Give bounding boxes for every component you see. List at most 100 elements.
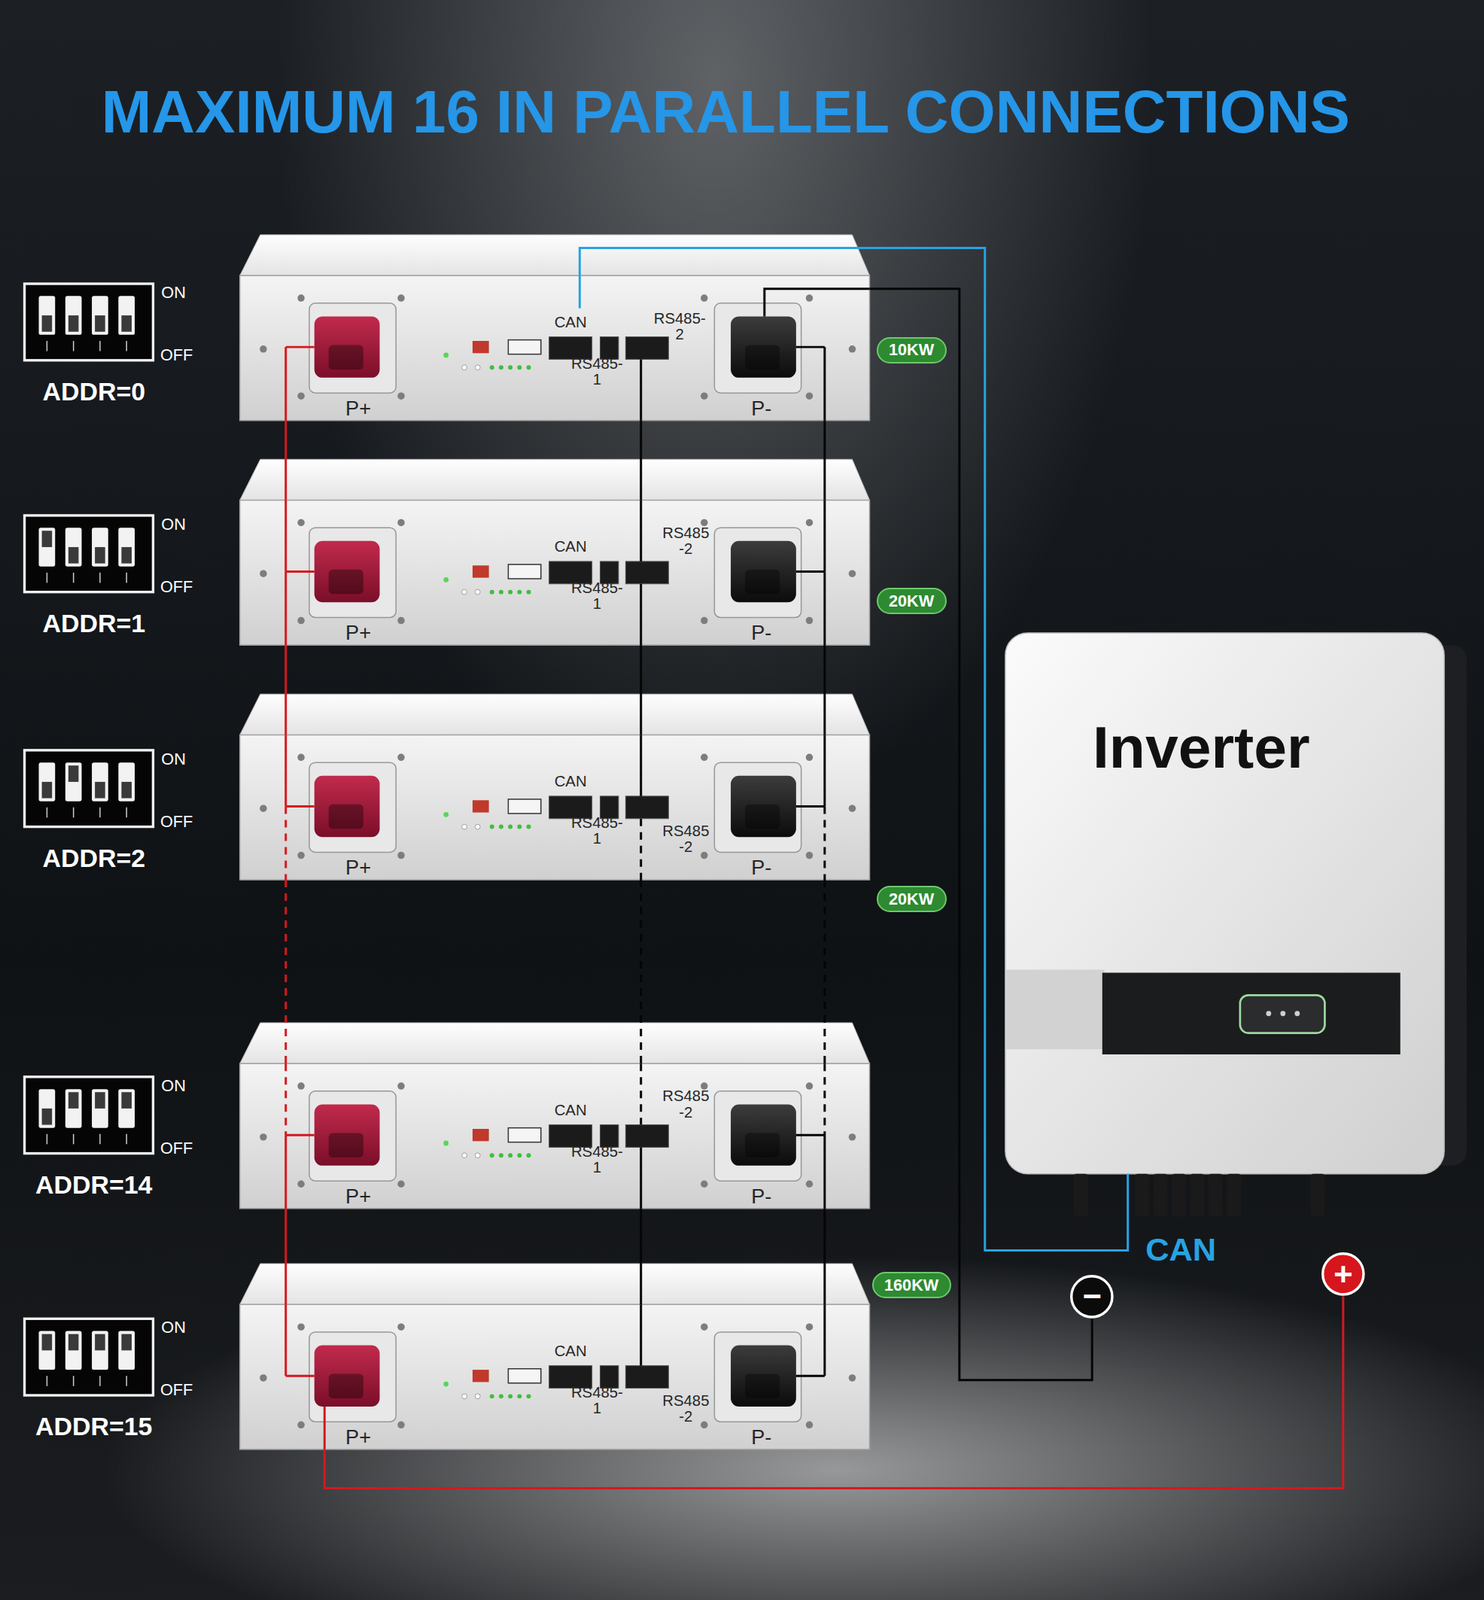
screw bbox=[700, 1322, 708, 1330]
rs485-wire bbox=[639, 1304, 642, 1366]
power-wire bbox=[285, 805, 315, 808]
dip-tick bbox=[72, 340, 75, 352]
dip-knob bbox=[68, 1334, 80, 1351]
dip-slot bbox=[91, 762, 109, 802]
switch-state: ON bbox=[161, 751, 186, 769]
screw bbox=[259, 1133, 267, 1141]
led bbox=[443, 811, 449, 818]
led bbox=[507, 364, 513, 370]
battery-module: CANRS485-1RS485 -2P+P- bbox=[240, 1304, 870, 1450]
rs485-cable bbox=[639, 1208, 642, 1305]
screw bbox=[848, 1133, 856, 1141]
dip-switch bbox=[24, 1076, 154, 1154]
dip-body bbox=[24, 1318, 154, 1396]
dip-slot bbox=[91, 1088, 109, 1129]
screw bbox=[805, 1421, 813, 1429]
dip-tick bbox=[99, 1134, 101, 1145]
dip-slot bbox=[65, 1088, 83, 1129]
dip-slot bbox=[118, 1088, 135, 1129]
dip-slot bbox=[91, 1331, 109, 1371]
led bbox=[498, 364, 504, 370]
power-badge: 20KW bbox=[876, 885, 947, 913]
rs485-cable bbox=[639, 644, 642, 735]
dip-slot bbox=[65, 527, 83, 567]
port-label: P+ bbox=[345, 1185, 371, 1207]
screw bbox=[397, 294, 405, 302]
power-cable bbox=[324, 1295, 1344, 1488]
switch-state: OFF bbox=[160, 1381, 193, 1399]
power-cable bbox=[284, 1208, 287, 1305]
battery-module: RS485 -2CANRS485-1P+P- bbox=[240, 1063, 870, 1209]
dip-tick bbox=[46, 572, 49, 584]
dip-body bbox=[24, 750, 154, 828]
port-label: P- bbox=[751, 622, 772, 644]
dip-knob bbox=[68, 1091, 80, 1109]
port-label: RS485 -2 bbox=[662, 524, 709, 557]
dip-tick bbox=[46, 340, 49, 352]
dip-slot bbox=[65, 762, 83, 802]
dip-tick bbox=[72, 807, 75, 819]
dip-chip bbox=[472, 1369, 490, 1382]
dip-tick bbox=[125, 340, 128, 352]
dip-tick bbox=[72, 1134, 75, 1145]
dip-tick bbox=[72, 1375, 75, 1387]
inverter-connector bbox=[1189, 1173, 1205, 1217]
address-label: ADDR=1 bbox=[42, 610, 146, 638]
dip-slot bbox=[39, 295, 56, 335]
dip-knob bbox=[94, 781, 106, 799]
diagram-title: MAXIMUM 16 IN PARALLEL CONNECTIONS bbox=[101, 80, 1351, 144]
screw bbox=[297, 851, 305, 859]
led bbox=[498, 1393, 504, 1399]
led bbox=[507, 824, 513, 830]
dip-knob bbox=[42, 315, 53, 332]
power-wire bbox=[285, 1134, 315, 1137]
floor-light bbox=[102, 1255, 1484, 1600]
switch-state: ON bbox=[161, 284, 186, 302]
port-label: RS485-1 bbox=[571, 580, 624, 613]
terminal-socket bbox=[745, 569, 780, 595]
led bbox=[507, 1393, 513, 1399]
power-wire bbox=[285, 346, 315, 349]
battery-module: CANRS485-1RS485 -2P+P- bbox=[240, 735, 870, 881]
power-badge: 10KW bbox=[876, 337, 947, 364]
dip-tick bbox=[99, 807, 101, 819]
dip-tick bbox=[72, 572, 75, 584]
dip-chip bbox=[472, 1128, 490, 1141]
terminal-socket bbox=[745, 1132, 780, 1158]
port-label: CAN bbox=[554, 1343, 587, 1360]
terminal-frame bbox=[309, 303, 396, 393]
dip-knob bbox=[42, 781, 53, 799]
address-label: ADDR=2 bbox=[42, 845, 146, 873]
led bbox=[526, 824, 532, 830]
dip-switch bbox=[24, 283, 154, 361]
led bbox=[443, 352, 449, 359]
port-label: RS485 -2 bbox=[662, 1088, 709, 1121]
dip-tick bbox=[99, 1375, 101, 1387]
port-label: CAN bbox=[554, 1102, 587, 1119]
battery-top bbox=[240, 1022, 870, 1064]
power-wire bbox=[796, 805, 825, 808]
switch-state: OFF bbox=[160, 1139, 193, 1157]
terminal-frame bbox=[309, 762, 396, 852]
terminal-socket bbox=[328, 804, 364, 830]
terminal-circle-shape bbox=[1071, 1275, 1113, 1317]
led bbox=[443, 1381, 449, 1387]
dip-body bbox=[24, 283, 154, 361]
can-cable bbox=[579, 248, 1128, 1251]
screw bbox=[805, 851, 813, 859]
power-cable bbox=[823, 420, 826, 501]
power-wire bbox=[823, 1063, 826, 1135]
screw bbox=[805, 392, 813, 399]
display-dot bbox=[1294, 1010, 1300, 1016]
dip-tick bbox=[125, 572, 128, 584]
switch-state: ON bbox=[161, 1319, 186, 1337]
dip-tick bbox=[125, 1375, 128, 1387]
power-wire bbox=[284, 735, 287, 807]
power-cable bbox=[823, 644, 826, 735]
inverter-connector bbox=[1310, 1173, 1325, 1217]
dip-slot bbox=[118, 527, 135, 567]
rs485-wire bbox=[639, 1146, 642, 1208]
inverter-display bbox=[1240, 994, 1326, 1033]
led bbox=[507, 589, 513, 595]
